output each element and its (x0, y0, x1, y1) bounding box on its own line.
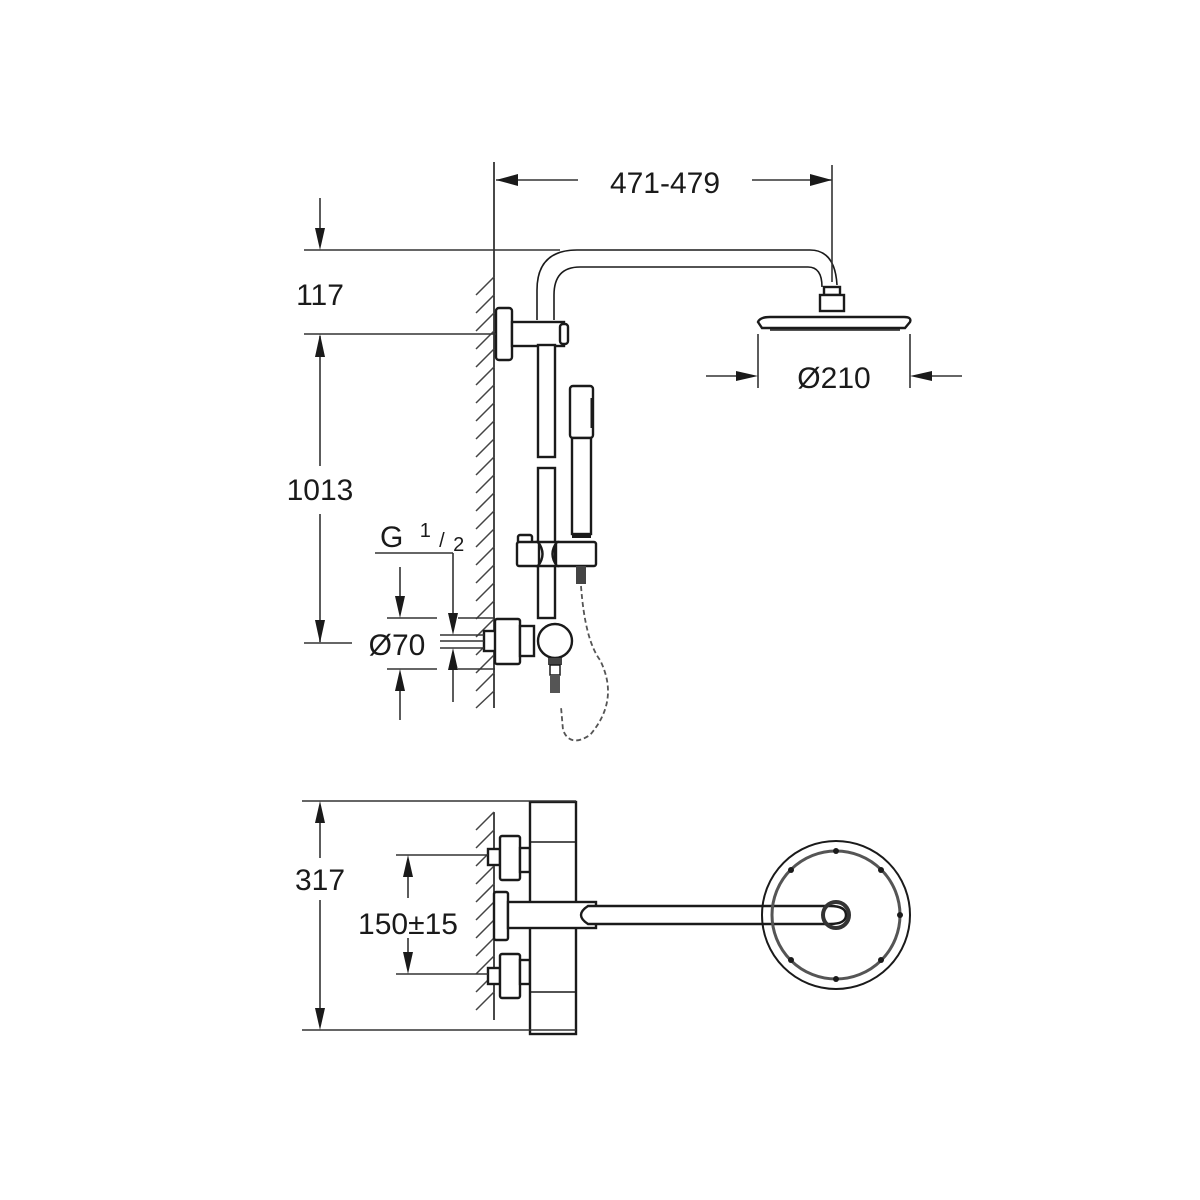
overhead-shower-head (756, 315, 912, 331)
riser-rail (536, 343, 557, 620)
shower-arm-top (506, 900, 848, 930)
label-mixer-diameter: Ø70 (369, 629, 426, 662)
label-arm-projection: 471-479 (610, 167, 720, 200)
slide-holder (515, 533, 598, 584)
wall-hatch-top (475, 811, 495, 1020)
dimension-arm-height: 117 (296, 198, 560, 335)
thread-numerator: 1 (420, 520, 431, 542)
label-arm-height: 117 (296, 279, 344, 312)
dimension-mixer-diameter: Ø70 (369, 567, 495, 720)
dimension-head-diameter: Ø210 (706, 334, 962, 395)
label-bracket-to-mixer: 1013 (287, 474, 354, 507)
shower-arm (536, 249, 838, 320)
label-head-diameter: Ø210 (797, 362, 870, 395)
label-overall-width: 317 (295, 864, 345, 897)
wall-bracket-top (494, 306, 570, 362)
hose (560, 585, 609, 742)
hand-shower (568, 384, 595, 538)
dimension-overall-width: 317 (295, 800, 576, 1031)
side-view: 471-479 117 1013 (287, 162, 962, 742)
dimension-connection-thread: G 1 / 2 (375, 511, 484, 702)
wall-hatch (475, 162, 495, 709)
dimension-inlet-centres: 150±15 (358, 854, 488, 975)
overhead-shower-top (761, 840, 911, 990)
label-connection-thread: G 1 / 2 (380, 511, 464, 556)
dimension-bracket-to-mixer: 1013 (287, 334, 354, 644)
head-screw-dots (788, 848, 903, 982)
top-view: 317 150±15 (295, 800, 911, 1036)
thread-prefix: G (380, 521, 403, 554)
thread-denominator: 2 (453, 534, 464, 556)
label-inlet-centres: 150±15 (358, 908, 458, 941)
thermostat-mixer (482, 617, 574, 693)
dimension-arm-projection: 471-479 (496, 165, 833, 282)
head-connector (818, 285, 846, 313)
